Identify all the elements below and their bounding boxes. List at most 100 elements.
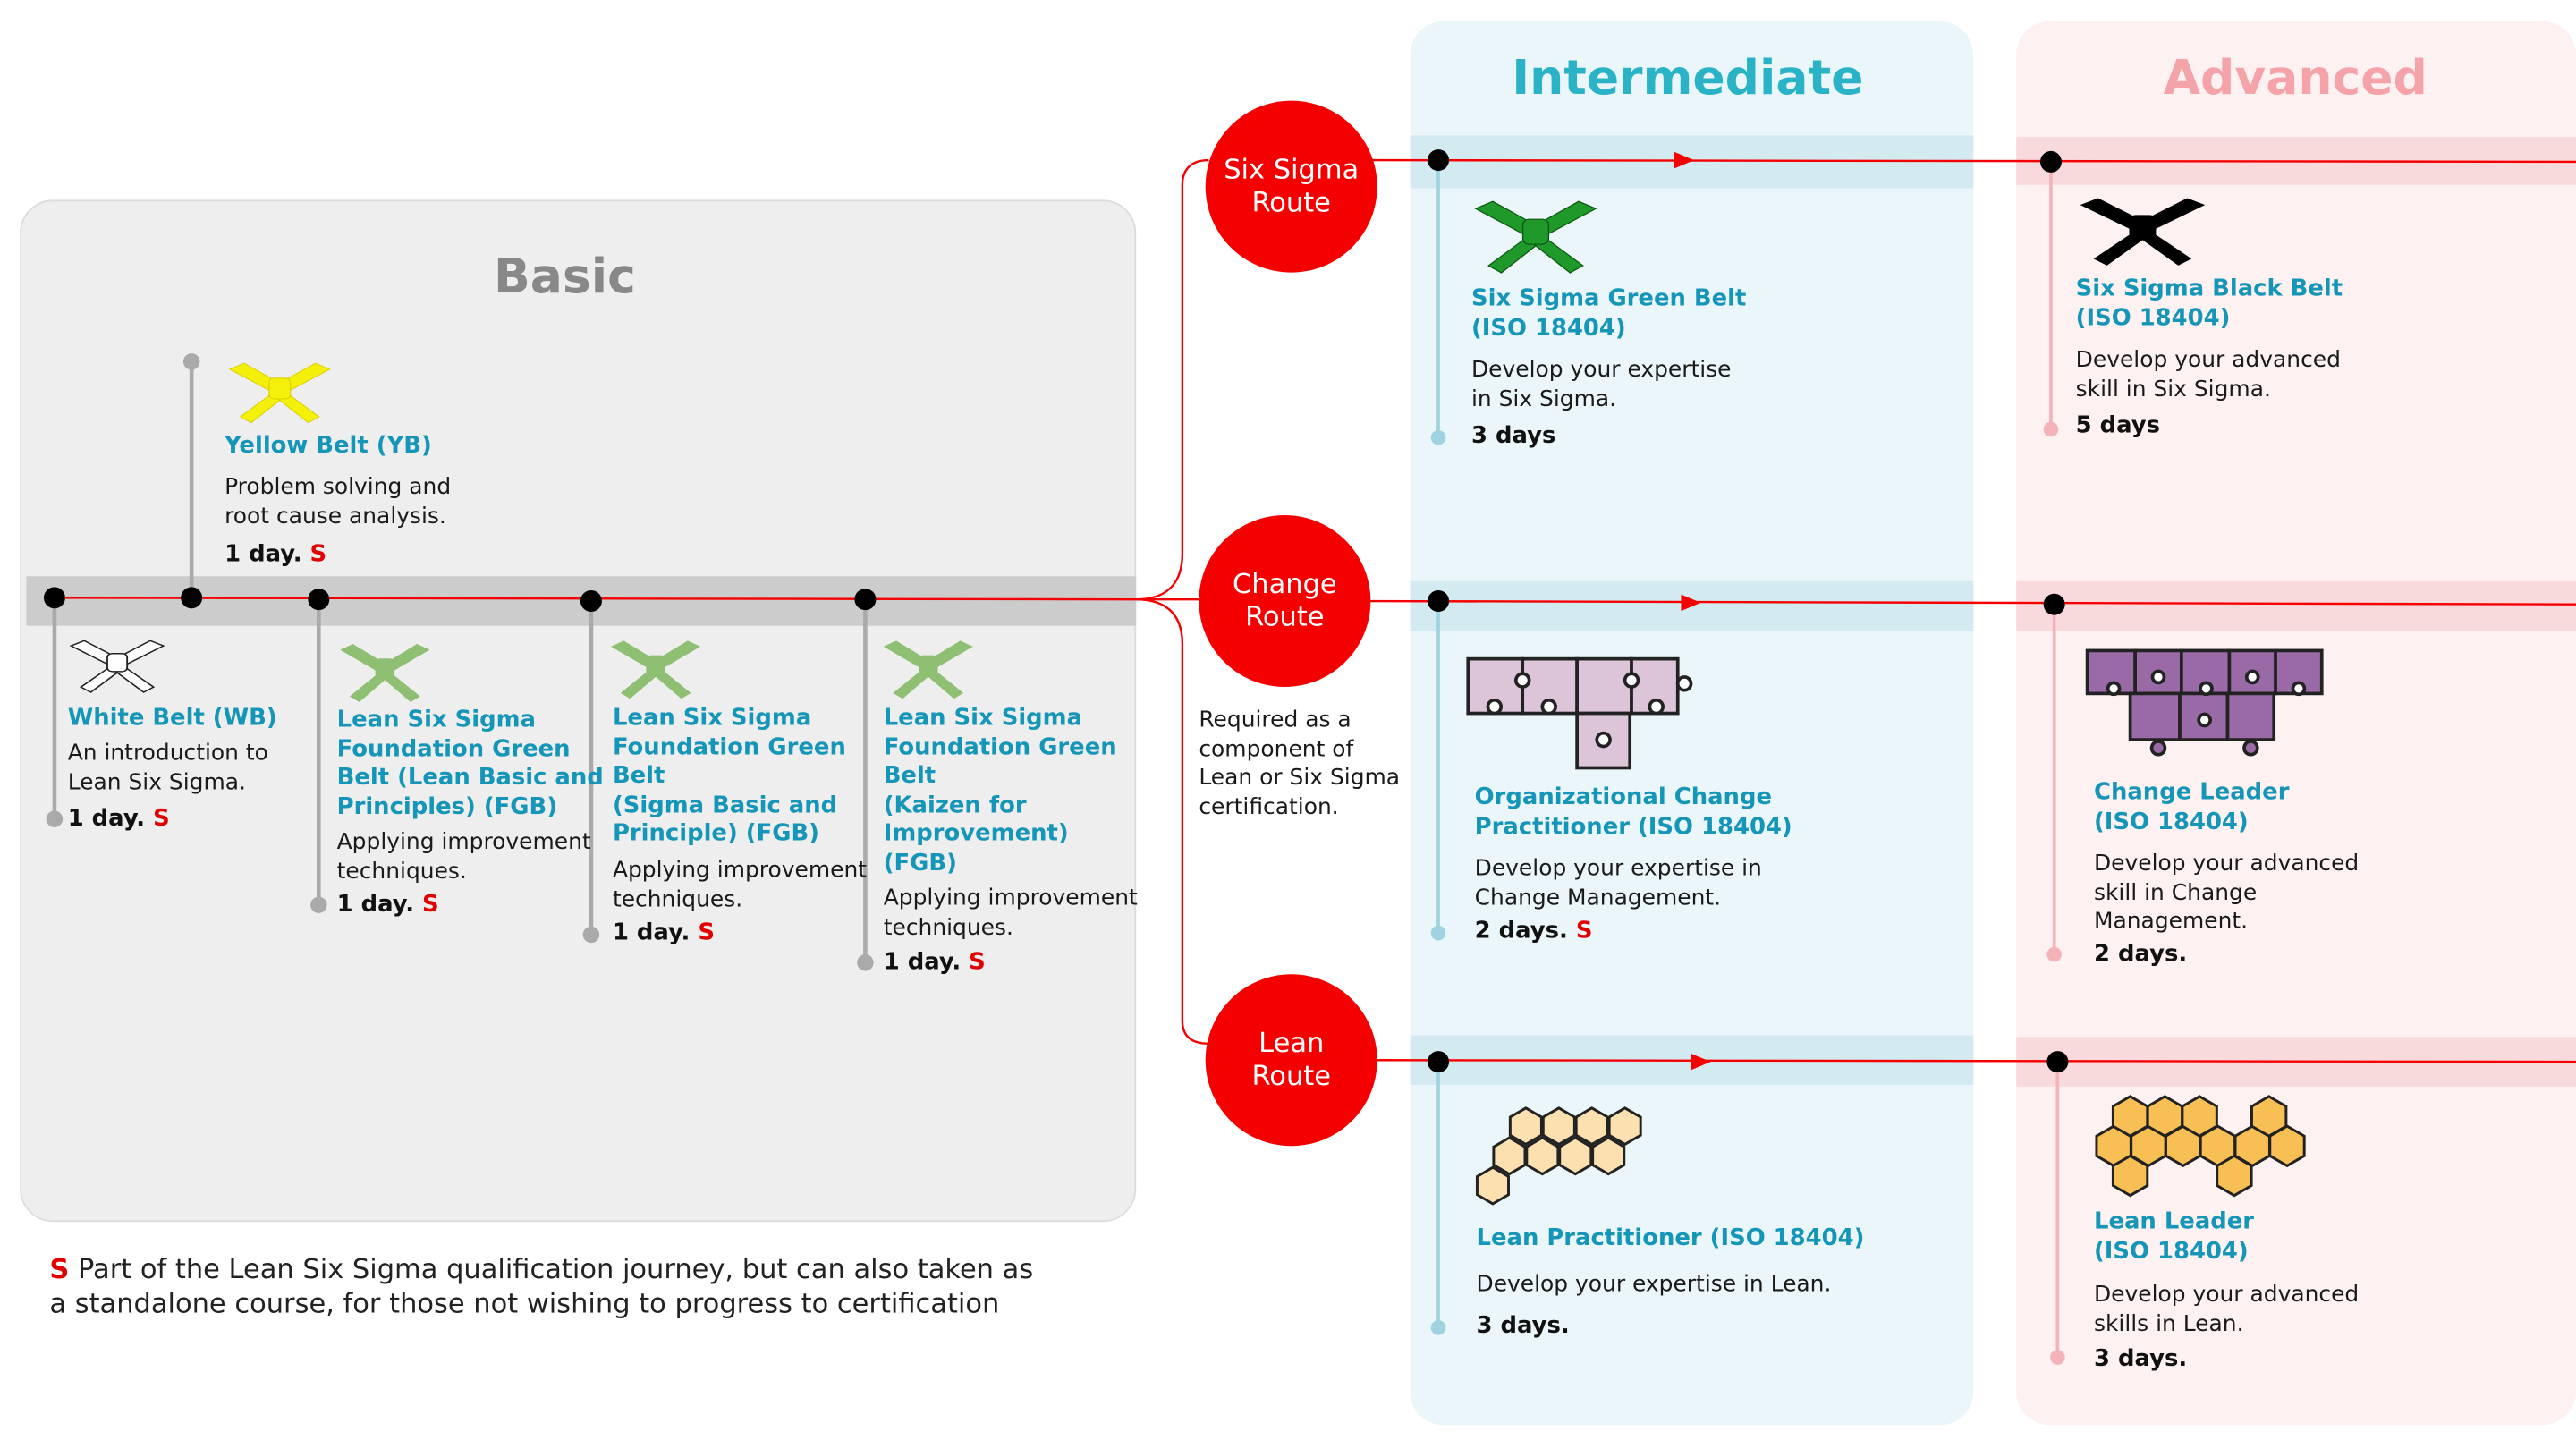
foundation-green-belt-icon xyxy=(340,644,430,703)
advanced-band-change xyxy=(2016,580,2576,631)
course-title-change-practitioner: Organizational Change Practitioner (ISO … xyxy=(1474,784,1792,840)
stem-end-dot xyxy=(582,926,600,944)
standalone-marker: S xyxy=(153,805,170,833)
timeline-node xyxy=(43,587,65,609)
course-title-yellow-belt: Yellow Belt (YB) xyxy=(225,432,432,460)
course-desc: Develop your expertise in Change Managem… xyxy=(1474,855,1762,911)
hexagon-cell xyxy=(2111,1095,2149,1138)
course-title-white-belt: White Belt (WB) xyxy=(67,705,277,732)
hexagon-leader-icon xyxy=(2095,1095,2306,1198)
duration-text: 1 day. xyxy=(883,949,962,977)
yellow-belt-icon xyxy=(228,362,331,424)
course-title-change-leader: Change Leader (ISO 18404) xyxy=(2093,779,2290,835)
footnote-text: Part of the Lean Six Sigma qualification… xyxy=(49,1253,1034,1320)
hexagon-cell xyxy=(1508,1106,1543,1147)
course-desc: Applying improvement techniques. xyxy=(612,857,868,913)
timeline-node xyxy=(308,589,330,611)
timeline-node xyxy=(580,590,602,613)
hexagon-cell xyxy=(1541,1106,1576,1147)
course-title-green-belt: Six Sigma Green Belt (ISO 18404) xyxy=(1470,285,1747,342)
duration-text: 1 day. xyxy=(67,805,146,833)
timeline-node xyxy=(1428,149,1450,172)
hexagon-cell xyxy=(1492,1136,1527,1176)
standalone-marker: S xyxy=(698,919,716,946)
green-belt-icon xyxy=(1474,200,1597,275)
timeline-node xyxy=(2043,593,2065,615)
six-sigma-route-badge: Six Sigma Route xyxy=(1205,100,1377,273)
black-belt-icon xyxy=(2080,198,2206,266)
lean-route-badge: Lean Route xyxy=(1205,974,1377,1147)
course-title-fgb-kaizen: Lean Six Sigma Foundation Green Belt (Ka… xyxy=(883,705,1117,877)
course-duration: 3 days. xyxy=(2094,1346,2187,1373)
hexagon-cell xyxy=(1607,1106,1642,1147)
change-route-note: Required as a component of Lean or Six S… xyxy=(1199,707,1401,820)
course-title-lean-leader: Lean Leader (ISO 18404) xyxy=(2093,1208,2255,1265)
course-title-lean-practitioner: Lean Practitioner (ISO 18404) xyxy=(1476,1224,1865,1252)
intermediate-title: Intermediate xyxy=(1512,49,1864,106)
course-duration: 1 day. S xyxy=(225,542,326,569)
foundation-green-belt-icon xyxy=(610,640,701,699)
course-duration: 1 day. S xyxy=(337,892,439,919)
standalone-marker: S xyxy=(49,1253,70,1285)
standalone-marker: S xyxy=(1575,918,1593,945)
course-desc: Develop your advanced skill in Six Sigma… xyxy=(2075,346,2341,402)
course-duration: 3 days. xyxy=(1477,1313,1570,1340)
duration-text: 3 days. xyxy=(2093,1345,2188,1373)
course-duration: 5 days xyxy=(2076,413,2160,440)
duration-text: 3 days. xyxy=(1476,1312,1570,1340)
duration-text: 2 days. xyxy=(1474,918,1568,945)
duration-text: 1 day. xyxy=(612,919,691,946)
course-desc: Develop your advanced skill in Change Ma… xyxy=(2093,850,2360,935)
course-desc: An introduction to Lean Six Sigma. xyxy=(67,740,268,795)
duration-text: 5 days xyxy=(2075,412,2161,440)
basic-panel xyxy=(20,199,1137,1223)
hexagon-cell xyxy=(1574,1106,1609,1147)
course-title-black-belt: Six Sigma Black Belt (ISO 18404) xyxy=(2075,275,2343,332)
course-desc: Develop your advanced skills in Lean. xyxy=(2093,1281,2360,1337)
footnote: S Part of the Lean Six Sigma qualificati… xyxy=(49,1251,1073,1321)
duration-text: 1 day. xyxy=(225,541,302,569)
course-desc: Applying improvement techniques. xyxy=(883,885,1138,941)
hexagon-cell xyxy=(1558,1136,1593,1176)
standalone-marker: S xyxy=(309,541,327,569)
stem-end-dot xyxy=(182,353,200,370)
duration-text: 2 days. xyxy=(2093,941,2188,968)
foundation-green-belt-icon xyxy=(883,640,973,699)
basic-title: Basic xyxy=(493,247,636,304)
standalone-marker: S xyxy=(422,891,439,919)
course-desc: Develop your expertise in Six Sigma. xyxy=(1470,356,1732,412)
stem-end-dot xyxy=(310,896,327,913)
hexagon-cell xyxy=(1591,1136,1626,1176)
stem-end-dot xyxy=(857,954,874,971)
timeline-node xyxy=(1428,590,1450,613)
timeline-node xyxy=(2039,150,2062,173)
route-arrows xyxy=(1674,151,1711,1071)
course-desc: Problem solving and root cause analysis. xyxy=(225,473,452,529)
course-duration: 3 days xyxy=(1471,423,1555,450)
hexagon-cell xyxy=(1525,1136,1560,1176)
course-duration: 1 day. S xyxy=(613,919,715,946)
course-title-fgb-lean: Lean Six Sigma Foundation Green Belt (Le… xyxy=(336,707,604,820)
course-duration: 1 day. S xyxy=(68,806,170,833)
timeline-node xyxy=(2046,1051,2069,1073)
puzzle-practitioner-icon xyxy=(1466,656,1693,770)
course-duration: 2 days. S xyxy=(1475,918,1593,944)
timeline-node xyxy=(1428,1051,1450,1073)
white-belt-icon xyxy=(70,640,165,693)
stem-end-dot xyxy=(46,810,64,827)
course-desc: Applying improvement techniques. xyxy=(336,828,591,885)
standalone-marker: S xyxy=(969,949,986,977)
course-title-fgb-sigma: Lean Six Sigma Foundation Green Belt (Si… xyxy=(612,705,846,848)
hexagon-cell xyxy=(1475,1165,1510,1206)
course-desc: Develop your expertise in Lean. xyxy=(1476,1271,1832,1299)
basic-stems xyxy=(52,361,868,963)
course-duration: 1 day. S xyxy=(884,950,986,977)
hexagon-cell xyxy=(2268,1124,2306,1168)
hexagon-practitioner-icon xyxy=(1475,1106,1642,1206)
change-route-badge: Change Route xyxy=(1199,515,1371,688)
duration-text: 1 day. xyxy=(336,891,415,919)
timeline-node xyxy=(181,587,203,609)
timeline-node xyxy=(854,589,877,611)
